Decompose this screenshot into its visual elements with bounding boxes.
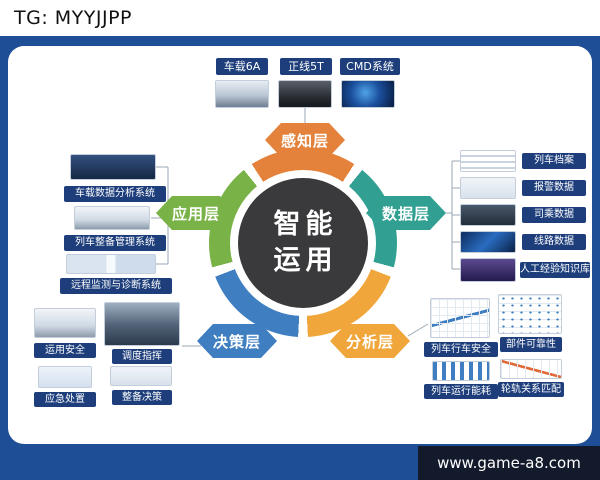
label-text: 整备决策	[122, 391, 162, 403]
label-text: 运用安全	[45, 344, 85, 356]
label-text: 调度指挥	[122, 350, 162, 362]
label-text: 应急处置	[45, 393, 85, 405]
center-circle: 智能 运用	[238, 178, 368, 308]
label-text: 列车档案	[534, 155, 574, 166]
label-text: 部件可靠性	[506, 338, 556, 350]
perception-item-label: CMD系统	[340, 58, 400, 75]
train-maintenance-photo	[74, 206, 150, 230]
label-text: 车载数据分析系统	[75, 188, 155, 199]
application-item-label: 远程监测与诊断系统	[60, 278, 172, 294]
data-item-label: 人工经验知识库	[520, 262, 590, 278]
operation-safety-train-photo	[34, 308, 96, 338]
center-title-line1: 智能	[273, 208, 338, 240]
decision-item-label: 运用安全	[34, 343, 96, 358]
route-data-photo	[460, 231, 516, 253]
safety-curve-chart-thumb	[430, 298, 490, 338]
decision-item-label: 整备决策	[112, 390, 172, 405]
footer-url-text: www.game-a8.com	[437, 454, 581, 472]
label-text: 列车整备管理系统	[75, 237, 155, 248]
label-text: 远程监测与诊断系统	[71, 280, 161, 291]
layer-analysis-hexagon: 分析层	[330, 324, 410, 358]
analysis-item-label: 列车行车安全	[424, 342, 498, 357]
perception-item-label: 车载6A	[216, 58, 268, 75]
wheel-rail-chart-thumb	[500, 359, 562, 379]
5t-locomotive-photo	[278, 80, 332, 108]
knowledge-base-photo	[460, 258, 516, 282]
perception-item-label: 正线5T	[280, 58, 332, 75]
6a-device-photo	[215, 80, 269, 108]
application-item-label: 车载数据分析系统	[64, 186, 166, 202]
header-bar: TG: MYYJJPP	[0, 0, 600, 36]
label-text: CMD系统	[346, 60, 394, 73]
center-title-line2: 运用	[273, 245, 338, 276]
layer-perception-hexagon: 感知层	[265, 123, 345, 157]
layer-application-hexagon: 应用层	[156, 196, 236, 230]
analysis-item-label: 部件可靠性	[500, 337, 562, 352]
label-text: 轮轨关系匹配	[501, 383, 561, 395]
data-item-label: 报警数据	[522, 180, 586, 196]
diagram-panel: 车载6A 正线5T CMD系统 智能 运用 感知层 数据层 分析层 决策层 应用…	[8, 46, 592, 444]
alarm-data-thumb	[460, 177, 516, 199]
dispatch-control-room-photo	[104, 302, 180, 346]
cmd-globe-photo	[341, 80, 395, 108]
data-item-label: 司乘数据	[522, 207, 586, 223]
data-item-label: 线路数据	[522, 234, 586, 250]
decision-item-label: 调度指挥	[112, 349, 172, 364]
label-text: 人工经验知识库	[520, 264, 590, 275]
data-item-label: 列车档案	[522, 153, 586, 169]
footer-bar: www.game-a8.com	[418, 446, 600, 480]
emergency-flowchart-thumb	[38, 366, 92, 388]
header-watermark-text: TG: MYYJJPP	[14, 7, 132, 29]
layer-decision-hexagon: 决策层	[197, 324, 277, 358]
energy-bar-chart-thumb	[432, 361, 490, 381]
decision-item-label: 应急处置	[34, 392, 96, 407]
analysis-item-label: 列车运行能耗	[424, 384, 498, 399]
label-text: 线路数据	[534, 236, 574, 247]
maintenance-decision-thumb	[110, 366, 172, 386]
label-text: 列车运行能耗	[431, 385, 491, 397]
driver-cab-photo	[460, 204, 516, 226]
label-text: 车载6A	[223, 60, 261, 73]
label-text: 列车行车安全	[431, 343, 491, 355]
label-text: 正线5T	[288, 60, 324, 73]
analysis-item-label: 轮轨关系匹配	[498, 382, 564, 397]
reliability-scatter-chart-thumb	[498, 294, 562, 334]
label-text: 司乘数据	[534, 209, 574, 220]
label-text: 报警数据	[534, 182, 574, 193]
remote-monitor-screens-photo	[66, 254, 156, 274]
layer-data-hexagon: 数据层	[366, 196, 446, 230]
onboard-analysis-device-photo	[70, 154, 156, 180]
application-item-label: 列车整备管理系统	[64, 235, 166, 251]
train-archive-doc-thumb	[460, 150, 516, 172]
